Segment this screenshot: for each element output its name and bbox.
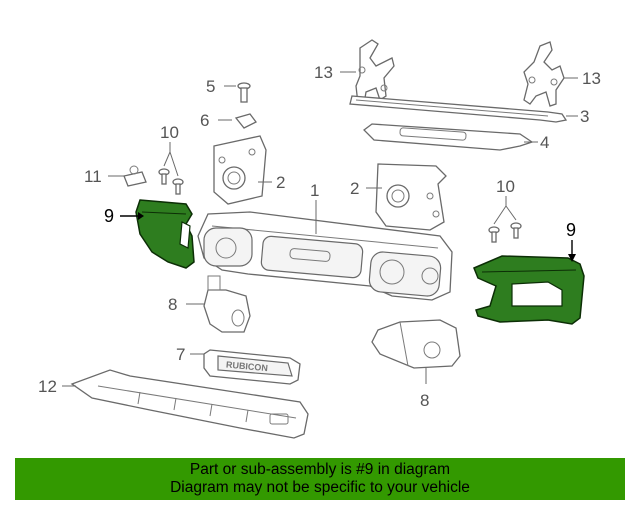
label-1: 1 <box>310 181 319 200</box>
part-5-bolt[interactable] <box>237 82 251 103</box>
label-11: 11 <box>84 167 102 186</box>
part-2-right-bracket[interactable] <box>375 163 447 231</box>
info-banner: Part or sub-assembly is #9 in diagram Di… <box>15 458 625 500</box>
part-10-right-bolts[interactable] <box>488 222 522 243</box>
part-4-bumper-plate[interactable] <box>363 123 534 151</box>
label-12: 12 <box>38 377 57 396</box>
part-10-left-bolts[interactable] <box>158 168 184 195</box>
leader-10-right <box>493 196 517 225</box>
label-7: 7 <box>176 345 185 364</box>
parts-diagram: 13 13 3 4 5 6 2 <box>38 39 601 439</box>
part-12-skid-plate[interactable] <box>70 369 309 439</box>
label-13-left: 13 <box>314 63 333 82</box>
label-10-left: 10 <box>160 123 179 142</box>
part-11-nut[interactable] <box>123 165 147 187</box>
part-9-right-end-cap[interactable] <box>473 255 585 325</box>
label-13-right: 13 <box>582 69 601 88</box>
part-13-right-bracket[interactable] <box>523 41 565 107</box>
label-9-right: 9 <box>566 220 576 240</box>
label-8-right: 8 <box>420 391 429 410</box>
emblem-text: RUBICON <box>226 360 269 374</box>
banner-line-1: Part or sub-assembly is #9 in diagram <box>189 461 451 478</box>
part-3-top-bar[interactable] <box>349 95 568 123</box>
part-1-front-bumper[interactable] <box>197 211 453 301</box>
label-9-left: 9 <box>104 206 114 226</box>
part-6-clip[interactable] <box>234 113 257 129</box>
label-3: 3 <box>580 107 589 126</box>
arrow-9-right <box>568 254 576 262</box>
part-8-left-end[interactable] <box>203 275 251 333</box>
part-2-left-bracket[interactable] <box>213 135 267 205</box>
arrow-9-left <box>138 212 144 220</box>
label-2-left: 2 <box>276 173 285 192</box>
part-9-left-end-cap[interactable] <box>135 199 195 269</box>
label-6: 6 <box>200 111 209 130</box>
label-8-left: 8 <box>168 295 177 314</box>
banner-line-2: Diagram may not be specific to your vehi… <box>170 479 470 496</box>
part-7-emblem[interactable]: RUBICON <box>203 349 301 385</box>
label-4: 4 <box>540 133 549 152</box>
label-5: 5 <box>206 77 215 96</box>
part-13-left-bracket[interactable] <box>355 39 395 105</box>
part-8-right-end[interactable] <box>371 319 461 369</box>
label-10-right: 10 <box>496 177 515 196</box>
label-2-right: 2 <box>350 179 359 198</box>
leader-10-left <box>163 142 179 177</box>
